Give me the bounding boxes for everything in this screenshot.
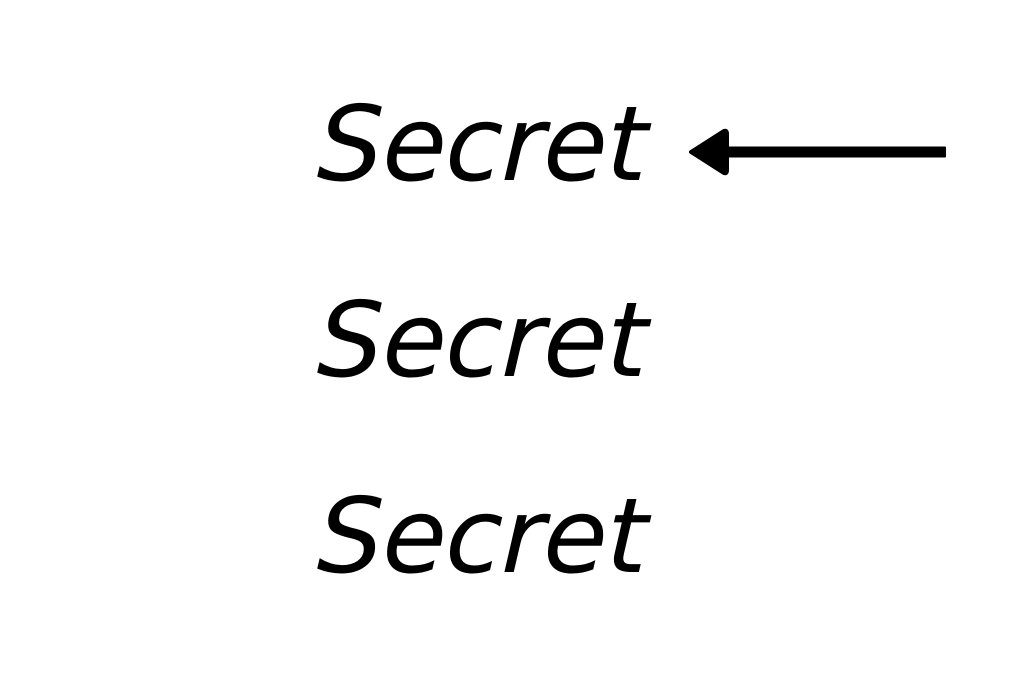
arrow-head [689,128,729,176]
arrow-left-icon [688,126,950,178]
secret-text-line-1: Secret [315,83,649,205]
arrow-left-glyph [689,128,946,176]
secret-text-line-2: Secret [315,279,649,401]
secret-text-line-3: Secret [315,475,649,597]
arrow-shaft [720,146,946,158]
